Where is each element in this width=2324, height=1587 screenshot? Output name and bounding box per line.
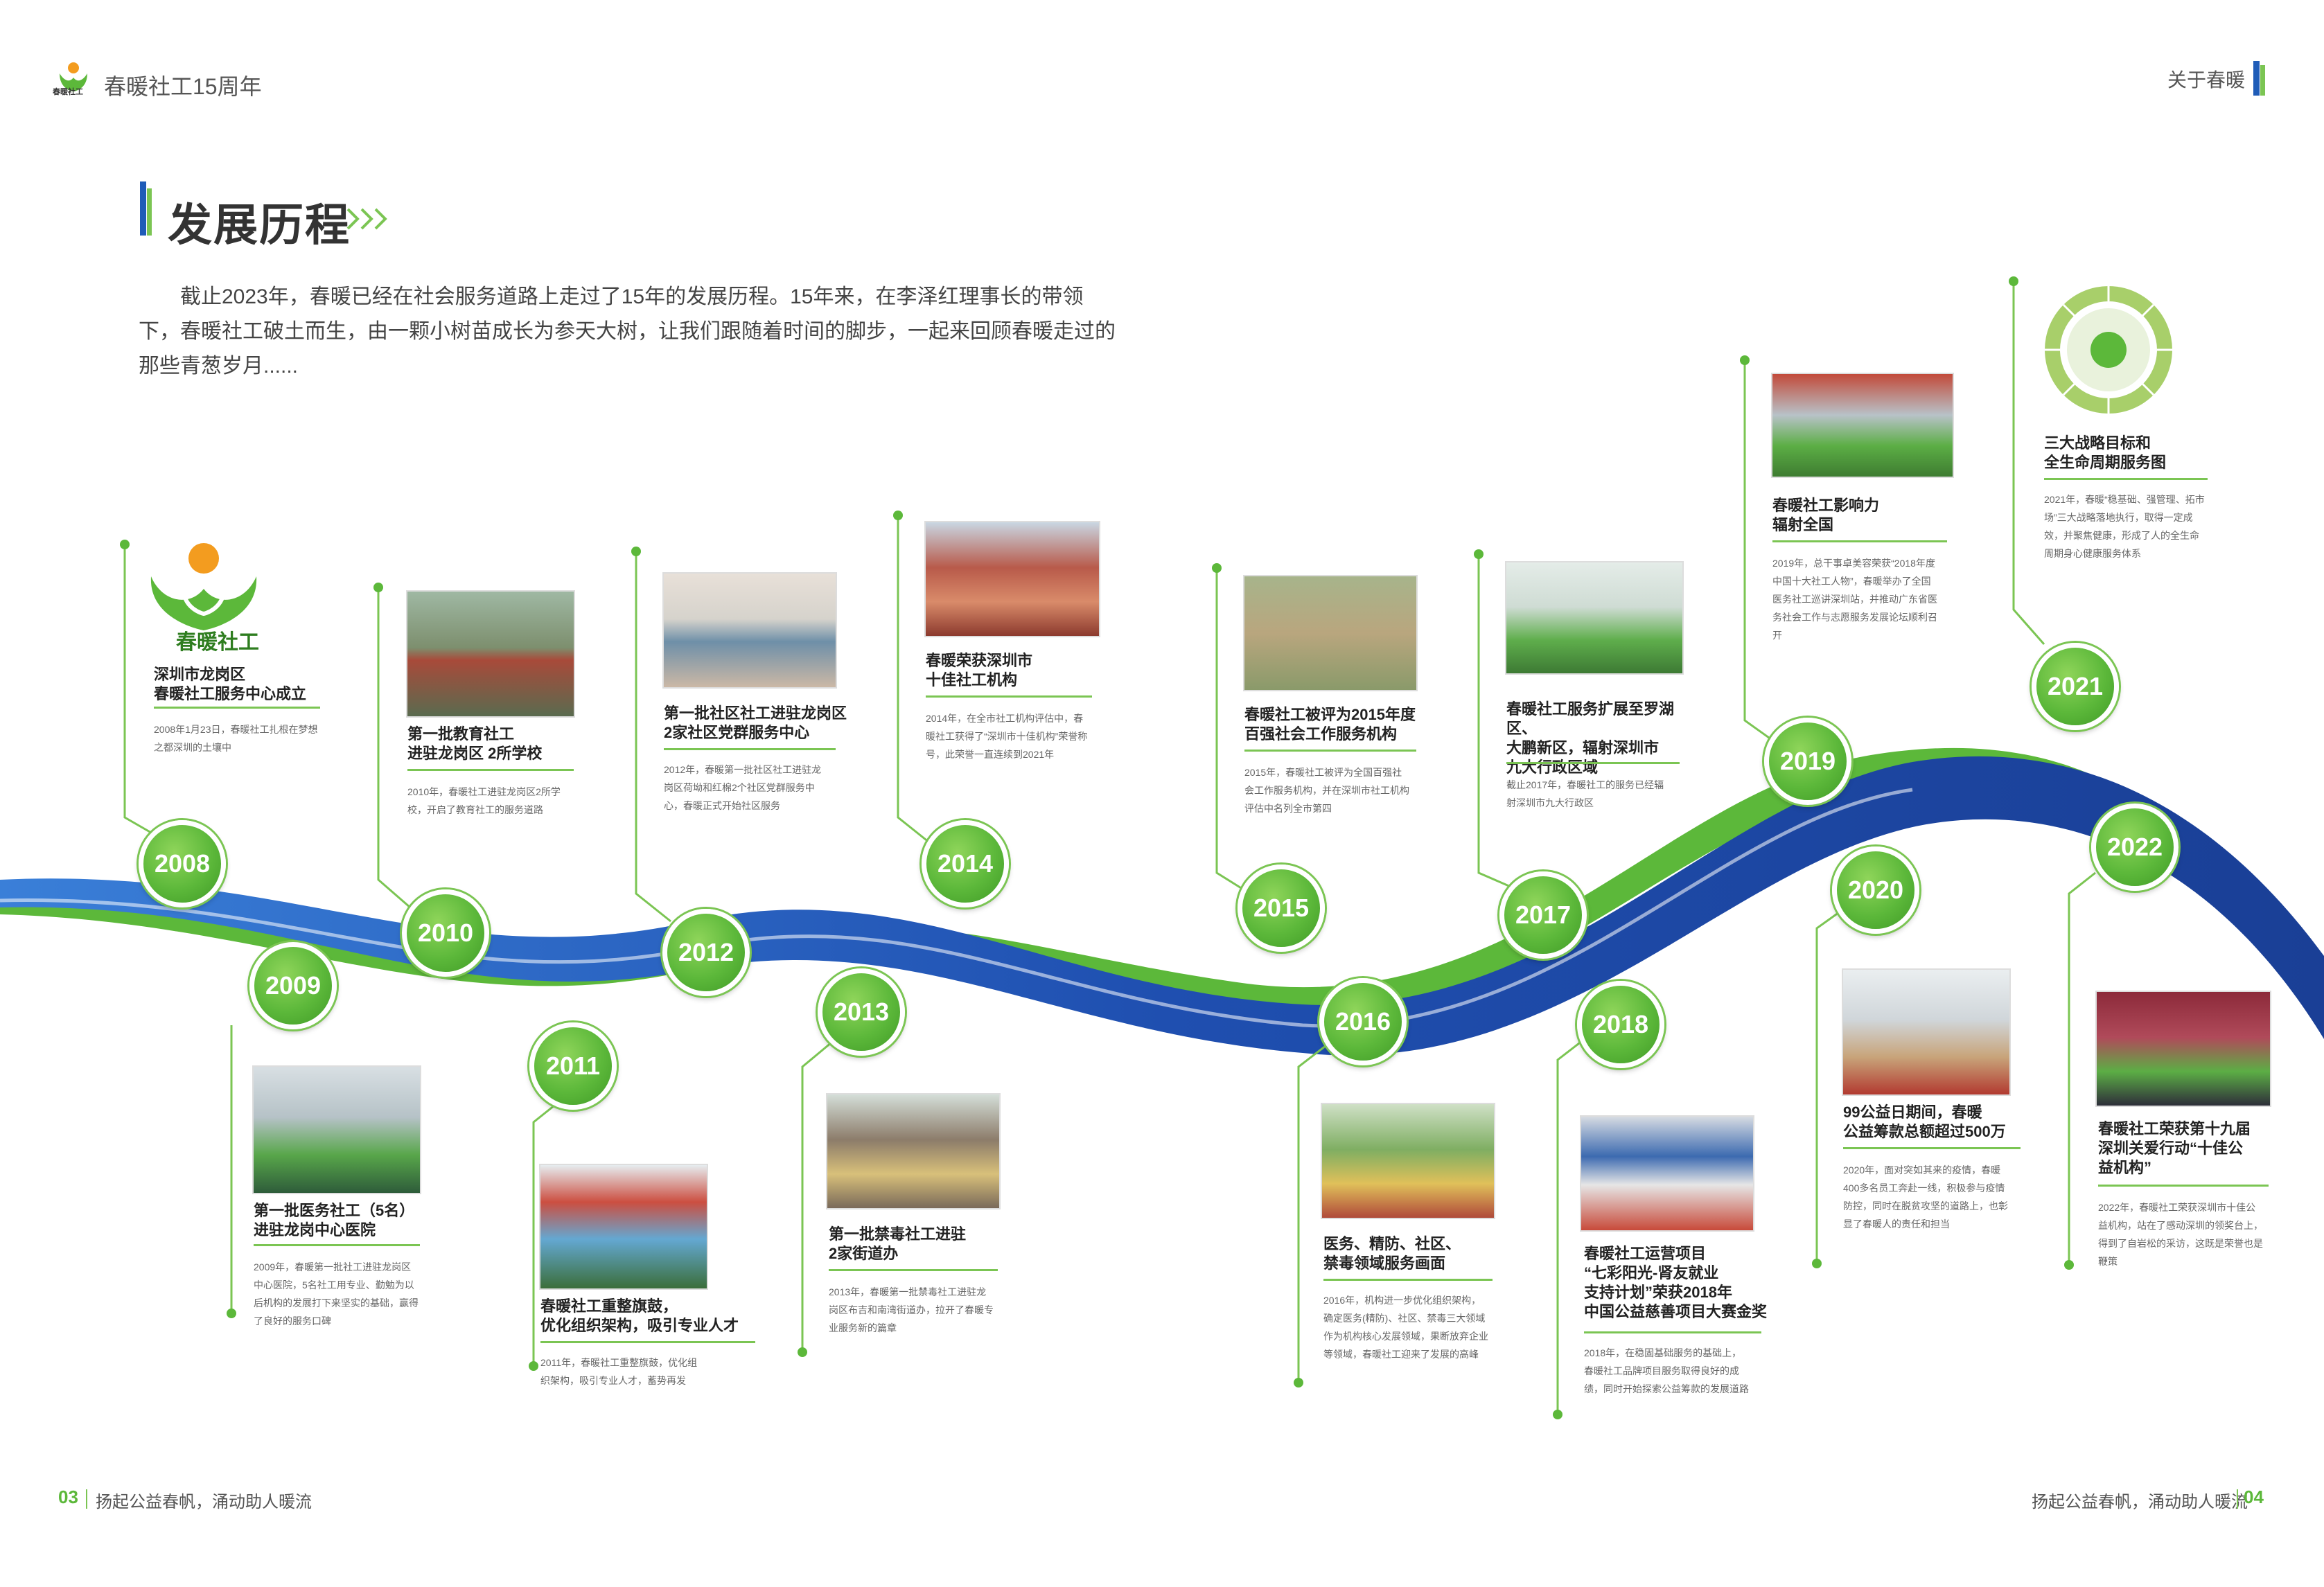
year-badge-2022: 2022 — [2091, 804, 2178, 891]
event-divider-2010 — [407, 769, 574, 771]
year-badge-2008: 2008 — [139, 820, 226, 907]
footer-page-left: 03 — [58, 1487, 78, 1507]
event-title-2019: 春暖社工影响力辐射全国 — [1772, 497, 1880, 533]
event-divider-2022 — [2098, 1185, 2269, 1187]
year-badge-2012: 2012 — [662, 909, 750, 996]
event-desc-2010: 2010年，春暖社工进驻龙岗区2所学校，开启了教育社工的服务道路 — [407, 786, 561, 815]
year-badge-2020: 2020 — [1832, 846, 1919, 934]
event-desc-2017: 截止2017年，春暖社工的服务已经辐射深圳市九大行政区 — [1506, 779, 1664, 808]
event-desc-2012: 2012年，春暖第一批社区社工进驻龙岗区荷坳和红棉2个社区党群服务中心，春暖正式… — [664, 764, 822, 811]
intro-paragraph: 截止2023年，春暖已经在社会服务道路上走过了15年的发展历程。15年来，在李泽… — [139, 285, 1116, 378]
footer-slogan-left: 扬起公益春帆，涌动助人暖流 — [96, 1493, 312, 1511]
event-divider-2021 — [2044, 478, 2208, 480]
photo-2010 — [406, 590, 575, 718]
photo-2009 — [252, 1065, 421, 1194]
event-title-2015: 春暖社工被评为2015年度百强社会工作服务机构 — [1244, 706, 1416, 743]
header-section-tag: 关于春暖 — [2167, 69, 2246, 91]
event-desc-2014: 2014年，在全市社工机构评估中，春暖社工获得了“深圳市十佳机构”荣誉称号，此荣… — [926, 713, 1088, 760]
header-accent-bar-green — [2260, 65, 2265, 96]
photo-2016 — [1321, 1103, 1495, 1219]
photo-2022 — [2095, 991, 2271, 1107]
header-accent-bar — [2253, 61, 2260, 96]
photo-2017 — [1505, 561, 1684, 675]
event-divider-2013 — [829, 1269, 998, 1271]
year-badge-2019: 2019 — [1764, 718, 1851, 805]
footer-divider-left — [86, 1489, 87, 1509]
life-cycle-diagram — [2043, 284, 2174, 416]
section-title: 发展历程 — [168, 200, 351, 250]
photo-2013 — [826, 1093, 1001, 1209]
year-badge-2014: 2014 — [922, 820, 1009, 907]
event-desc-2020: 2020年，面对突如其来的疫情，春暖400多名员工奔赴一线，积极参与疫情防控，同… — [1843, 1164, 2008, 1230]
event-title-2009: 第一批医务社工（5名）进驻龙岗中心医院 — [254, 1202, 415, 1239]
event-divider-2020 — [1843, 1147, 2021, 1149]
year-badge-2009: 2009 — [249, 942, 337, 1029]
year-badge-2021: 2021 — [2032, 643, 2119, 730]
event-desc-2021: 2021年，春暖“稳基础、强管理、拓市场”三大战略落地执行，取得一定成效，并聚焦… — [2044, 494, 2205, 559]
event-divider-2016 — [1323, 1279, 1493, 1281]
chunnuan-logo-text: 春暖社工 — [176, 631, 259, 654]
event-divider-2011 — [540, 1341, 755, 1343]
event-desc-2011: 2011年，春暖社工重整旗鼓，优化组织架构，吸引专业人才，蓄势再发 — [540, 1357, 698, 1386]
event-desc-2016: 2016年，机构进一步优化组织架构，确定医务(精防)、社区、禁毒三大领域作为机构… — [1323, 1295, 1488, 1360]
brand-logo-text: 春暖社工 — [53, 88, 83, 96]
section-title-accent-green — [147, 188, 152, 236]
event-divider-2008 — [154, 707, 320, 709]
event-divider-2015 — [1244, 750, 1416, 752]
photo-2019 — [1771, 373, 1954, 478]
event-title-2014: 春暖荣获深圳市十佳社工机构 — [926, 652, 1033, 689]
chevrons-icon — [345, 205, 394, 236]
event-title-2022: 春暖社工荣获第十九届深圳关爱行动“十佳公益机构” — [2098, 1120, 2251, 1176]
chunnuan-logo-icon — [141, 538, 266, 641]
event-divider-2009 — [254, 1244, 420, 1246]
event-desc-2022: 2022年，春暖社工荣获深圳市十佳公益机构，站在了感动深圳的领奖台上，得到了自岩… — [2098, 1202, 2263, 1267]
photo-2011 — [539, 1164, 708, 1290]
event-title-2016: 医务、精防、社区、禁毒领域服务画面 — [1323, 1235, 1461, 1272]
event-title-2011: 春暖社工重整旗鼓，优化组织架构，吸引专业人才 — [540, 1297, 739, 1334]
event-desc-2009: 2009年，春暖第一批社工进驻龙岗区中心医院，5名社工用专业、勤勉为以后机构的发… — [254, 1261, 419, 1327]
event-desc-2008: 2008年1月23日，春暖社工扎根在梦想之都深圳的土壤中 — [154, 724, 318, 753]
footer-divider-right — [2237, 1489, 2238, 1509]
year-badge-2017: 2017 — [1499, 871, 1587, 959]
event-desc-2018: 2018年，在稳固基础服务的基础上，春暖社工品牌项目服务取得良好的成绩，同时开始… — [1584, 1347, 1749, 1394]
event-divider-2018 — [1584, 1331, 1761, 1333]
event-divider-2014 — [926, 695, 1092, 698]
event-desc-2019: 2019年，总干事卓美容荣获“2018年度中国十大社工人物”，春暖举办了全国医务… — [1772, 558, 1937, 641]
event-divider-2017 — [1506, 762, 1680, 764]
photo-2020 — [1842, 968, 2011, 1096]
event-title-2010: 第一批教育社工进驻龙岗区 2所学校 — [407, 725, 543, 762]
photo-2015 — [1243, 575, 1418, 691]
year-badge-2018: 2018 — [1577, 981, 1664, 1068]
footer-slogan-right: 扬起公益春帆，涌动助人暖流 — [2032, 1493, 2248, 1511]
event-title-2021: 三大战略目标和全生命周期服务图 — [2044, 434, 2167, 471]
event-divider-2019 — [1772, 540, 1947, 542]
event-desc-2015: 2015年，春暖社工被评为全国百强社会工作服务机构，并在深圳市社工机构评估中名列… — [1244, 767, 1409, 814]
year-badge-2015: 2015 — [1238, 865, 1325, 952]
year-badge-2013: 2013 — [818, 968, 905, 1056]
year-badge-2010: 2010 — [402, 889, 489, 977]
event-title-2017: 春暖社工服务扩展至罗湖区、大鹏新区，辐射深圳市九大行政区域 — [1506, 700, 1675, 776]
event-title-2020: 99公益日期间，春暖公益筹款总额超过500万 — [1843, 1103, 2006, 1140]
photo-2018 — [1580, 1115, 1754, 1232]
event-title-2018: 春暖社工运营项目“七彩阳光-肾友就业支持计划”荣获2018年中国公益慈善项目大赛… — [1584, 1245, 1768, 1320]
photo-2012 — [662, 572, 837, 689]
photo-2014 — [924, 521, 1100, 637]
event-desc-2013: 2013年，春暖第一批禁毒社工进驻龙岗区布吉和南湾街道办，拉开了春暖专业服务新的… — [829, 1286, 994, 1333]
footer-page-right: 04 — [2244, 1487, 2264, 1507]
year-badge-2016: 2016 — [1319, 978, 1407, 1065]
year-badge-2011: 2011 — [529, 1022, 617, 1110]
event-divider-2012 — [664, 748, 836, 750]
header-title: 春暖社工15周年 — [104, 74, 262, 99]
section-title-accent — [140, 181, 146, 236]
brand-logo-icon — [55, 60, 91, 96]
event-title-2008: 深圳市龙岗区春暖社工服务中心成立 — [154, 666, 307, 702]
